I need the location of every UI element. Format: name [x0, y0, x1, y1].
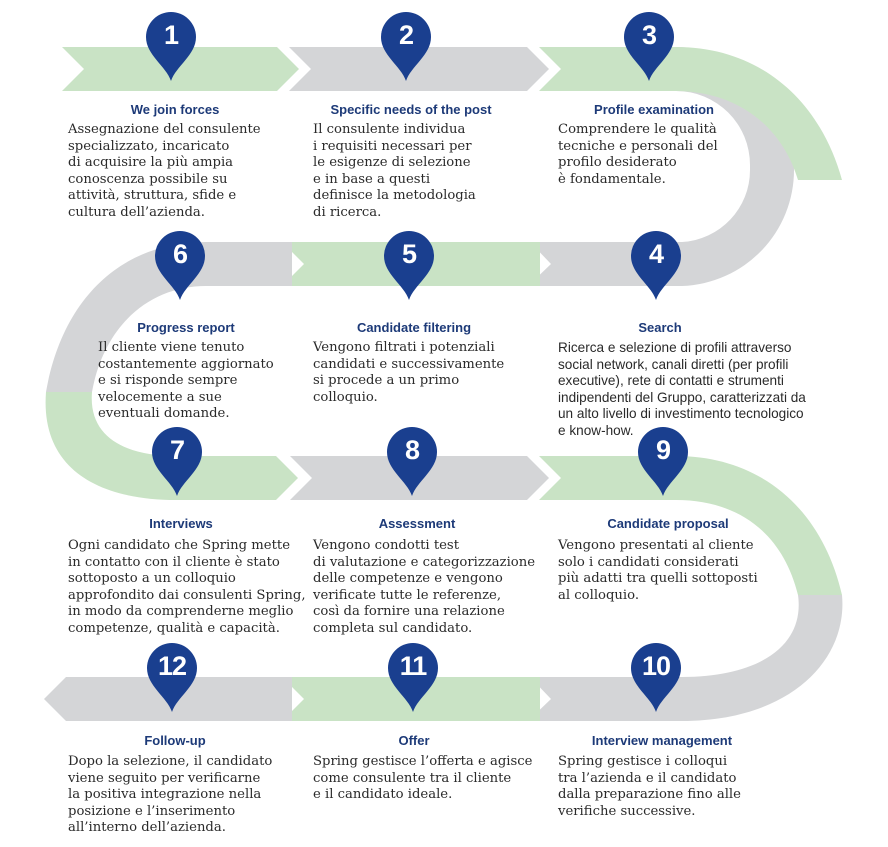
- step-6-title: Progress report: [137, 320, 235, 335]
- step-7-number: 7: [169, 435, 185, 465]
- step-12-description: Dopo la selezione, il candidato viene se…: [68, 754, 273, 836]
- step-7-title: Interviews: [149, 516, 213, 531]
- step-8-title: Assessment: [378, 516, 456, 531]
- step-4-marker: 4: [629, 230, 683, 300]
- step-1-marker: 1: [144, 11, 198, 81]
- step-7-marker: 7: [150, 426, 204, 496]
- step-8-description: Vengono condotti test di valutazione e c…: [313, 538, 536, 636]
- step-2-marker: 2: [379, 11, 433, 81]
- step-6-number: 6: [172, 239, 188, 269]
- step-2-title: Specific needs of the post: [330, 102, 492, 117]
- step-5-description: Vengono filtrati i potenziali candidati …: [313, 340, 505, 405]
- step-12-title: Follow-up: [144, 733, 206, 748]
- step-10-description: Spring gestisce i colloqui tra l’azienda…: [558, 754, 741, 819]
- step-3-marker: 3: [622, 11, 676, 81]
- step-3-description: Comprendere le qualità tecniche e person…: [558, 122, 718, 187]
- flow-arrow-segment-2: [289, 47, 549, 91]
- flow-curve-left-green: [45, 392, 176, 500]
- step-10-title: Interview management: [591, 733, 733, 748]
- step-7-description: Ogni candidato che Spring mette in conta…: [68, 538, 306, 636]
- step-9-marker: 9: [636, 426, 690, 496]
- flow-arrow-segment-1: [62, 47, 299, 91]
- step-5-title: Candidate filtering: [356, 320, 472, 335]
- flow-arrow-segment-6: [206, 242, 292, 286]
- flow-arrow-segment-9: [539, 456, 676, 500]
- step-10-number: 10: [641, 651, 671, 681]
- step-12-marker: 12: [145, 642, 199, 712]
- step-12-number: 12: [157, 651, 187, 681]
- step-11-title: Offer: [398, 733, 430, 748]
- step-4-number: 4: [648, 239, 664, 269]
- flow-curve-right-2-gray: [682, 595, 843, 721]
- flow-arrow-segment-7: [176, 456, 298, 500]
- step-2-number: 2: [398, 20, 414, 50]
- flow-curve-right-1-green-half: [676, 47, 842, 180]
- step-9-title: Candidate proposal: [607, 516, 729, 531]
- step-6-marker: 6: [153, 230, 207, 300]
- step-1-title: We join forces: [130, 102, 220, 117]
- step-3-title: Profile examination: [594, 102, 714, 117]
- step-8-number: 8: [404, 435, 420, 465]
- step-4-description: Ricerca e selezione di profili attravers…: [558, 340, 806, 438]
- step-4-title: Search: [638, 320, 682, 335]
- step-1-number: 1: [163, 20, 179, 50]
- step-2-description: Il consulente individua i requisiti nece…: [313, 122, 476, 220]
- step-9-number: 9: [655, 435, 671, 465]
- step-11-marker: 11: [386, 642, 440, 712]
- step-8-marker: 8: [385, 426, 439, 496]
- step-11-number: 11: [399, 651, 428, 681]
- step-11-description: Spring gestisce l’offerta e agisce come …: [313, 754, 533, 803]
- step-5-marker: 5: [382, 230, 436, 300]
- step-1-description: Assegnazione del consulente specializzat…: [68, 122, 261, 220]
- step-6-description: Il cliente viene tenuto costantemente ag…: [98, 340, 274, 422]
- flow-curve-right-2-green: [676, 456, 842, 595]
- step-5-number: 5: [401, 239, 417, 269]
- step-9-description: Vengono presentati al cliente solo i can…: [558, 538, 758, 603]
- step-3-number: 3: [641, 20, 657, 50]
- step-10-marker: 10: [629, 642, 683, 712]
